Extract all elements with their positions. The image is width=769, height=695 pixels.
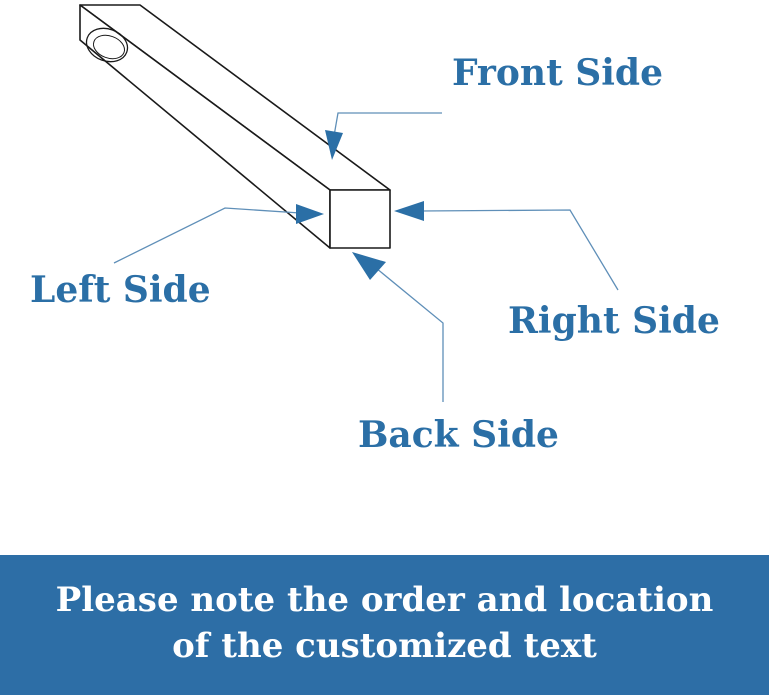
bar-diagram: [79, 4, 619, 402]
back-side-label: Back Side: [358, 414, 559, 456]
arrow-icon: [352, 252, 386, 280]
bar-hole: [85, 27, 129, 63]
bar-drawing: [79, 4, 391, 249]
arrow-icon: [394, 201, 424, 221]
note-banner: Please note the order and location of th…: [0, 555, 769, 695]
leader-front: [333, 112, 442, 137]
banner-line-1: Please note the order and location: [55, 580, 714, 620]
arrowheads: [296, 130, 424, 280]
leader-left: [113, 207, 301, 264]
arrow-icon: [296, 204, 324, 224]
leader-back: [375, 267, 444, 402]
bar-end-face: [329, 189, 391, 249]
left-side-label: Left Side: [30, 269, 211, 311]
right-side-label: Right Side: [508, 300, 720, 342]
front-side-label: Front Side: [452, 52, 663, 94]
leader-lines: [113, 112, 619, 402]
banner-line-2: of the customized text: [172, 626, 597, 666]
leader-right: [419, 209, 619, 291]
arrow-icon: [325, 130, 343, 160]
bar-hole-inner: [93, 34, 125, 60]
